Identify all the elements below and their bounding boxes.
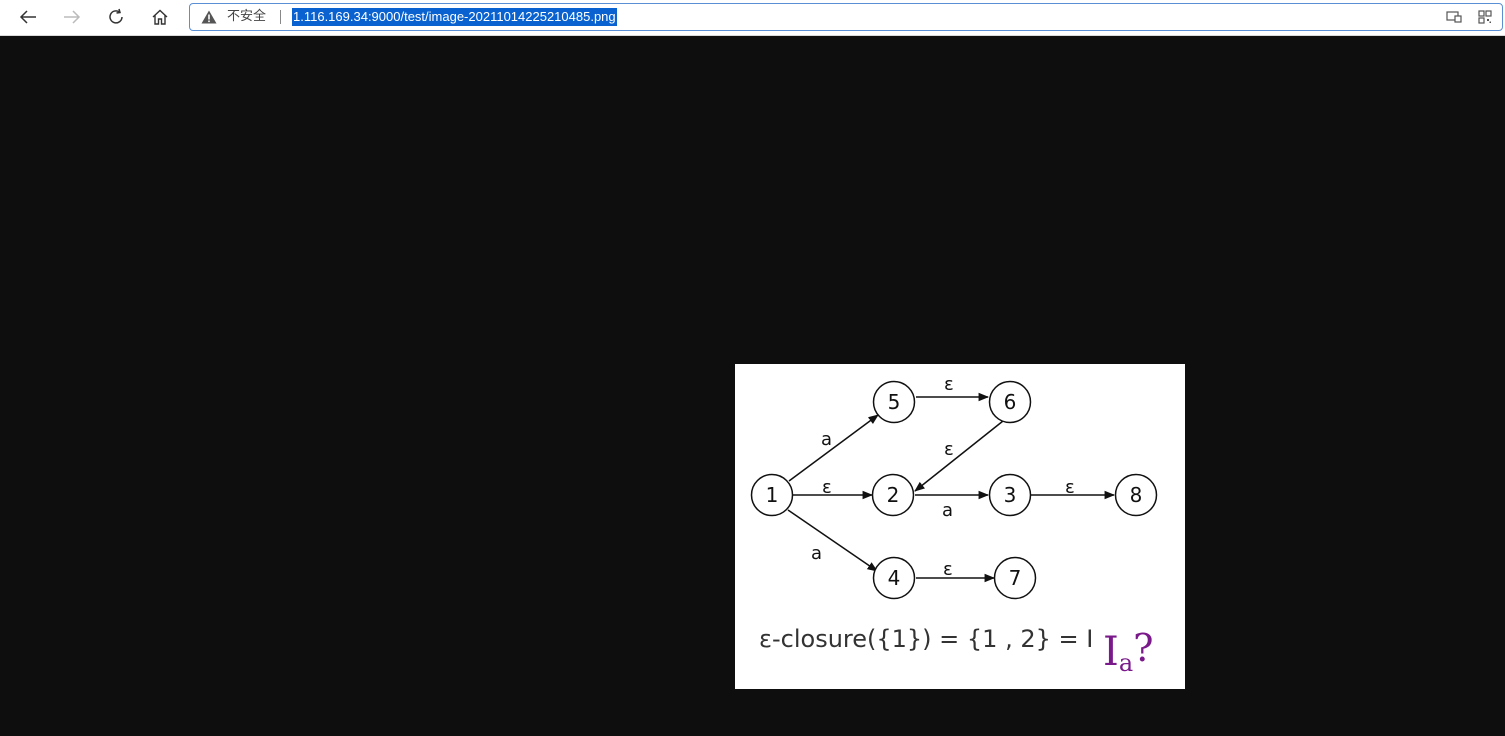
reload-button[interactable] — [102, 4, 130, 30]
reload-icon — [109, 8, 123, 24]
forward-button[interactable] — [58, 4, 86, 30]
svg-text:8: 8 — [1130, 483, 1143, 507]
edge-label-3-8: ε — [1065, 477, 1075, 498]
nfa-diagram: a ε a ε ε a ε ε 1 2 3 4 5 6 — [750, 374, 1158, 677]
svg-text:4: 4 — [888, 566, 901, 590]
address-divider — [280, 10, 281, 24]
edge-label-1-4: a — [811, 543, 822, 564]
edge-6-2 — [914, 420, 1004, 492]
edge-label-4-7: ε — [943, 559, 953, 580]
home-button[interactable] — [146, 4, 174, 30]
state-node-2: 2 — [871, 473, 915, 517]
url-text[interactable]: 1.116.169.34:9000/test/image-20211014225… — [292, 8, 617, 26]
state-node-7: 7 — [993, 556, 1037, 600]
edge-label-1-5: a — [821, 429, 832, 450]
displayed-image[interactable]: a ε a ε ε a ε ε 1 2 3 4 5 6 — [735, 364, 1185, 689]
edge-label-6-2: ε — [944, 439, 954, 460]
edge-1-4 — [787, 509, 878, 572]
ia-question: Ia? — [1103, 626, 1154, 677]
state-node-1: 1 — [750, 473, 794, 517]
qr-code-icon[interactable] — [1478, 10, 1492, 24]
state-node-3: 3 — [988, 473, 1032, 517]
address-bar[interactable]: 不安全 1.116.169.34:9000/test/image-2021101… — [189, 3, 1503, 31]
svg-text:6: 6 — [1004, 390, 1017, 414]
back-button[interactable] — [14, 4, 42, 30]
reader-view-icon[interactable] — [1446, 10, 1462, 24]
state-node-6: 6 — [988, 380, 1032, 424]
security-status-label[interactable]: 不安全 — [227, 9, 267, 24]
svg-text:3: 3 — [1004, 483, 1017, 507]
edge-label-1-2: ε — [822, 477, 832, 498]
warning-triangle-icon[interactable] — [201, 10, 217, 24]
svg-text:2: 2 — [887, 483, 900, 507]
browser-toolbar: 不安全 1.116.169.34:9000/test/image-2021101… — [0, 0, 1505, 36]
home-icon — [152, 9, 168, 25]
edge-label-2-3: a — [942, 500, 953, 521]
edge-1-5 — [788, 414, 879, 482]
state-node-8: 8 — [1114, 473, 1158, 517]
arrow-left-icon — [19, 10, 36, 24]
closure-formula: ε-closure({1}) = {1 , 2} = I — [759, 625, 1093, 653]
state-node-5: 5 — [872, 380, 916, 424]
svg-text:5: 5 — [888, 390, 901, 414]
svg-text:1: 1 — [766, 483, 779, 507]
svg-text:7: 7 — [1009, 566, 1022, 590]
edge-label-5-6: ε — [944, 374, 954, 395]
arrow-right-icon — [64, 10, 81, 24]
state-node-4: 4 — [872, 556, 916, 600]
